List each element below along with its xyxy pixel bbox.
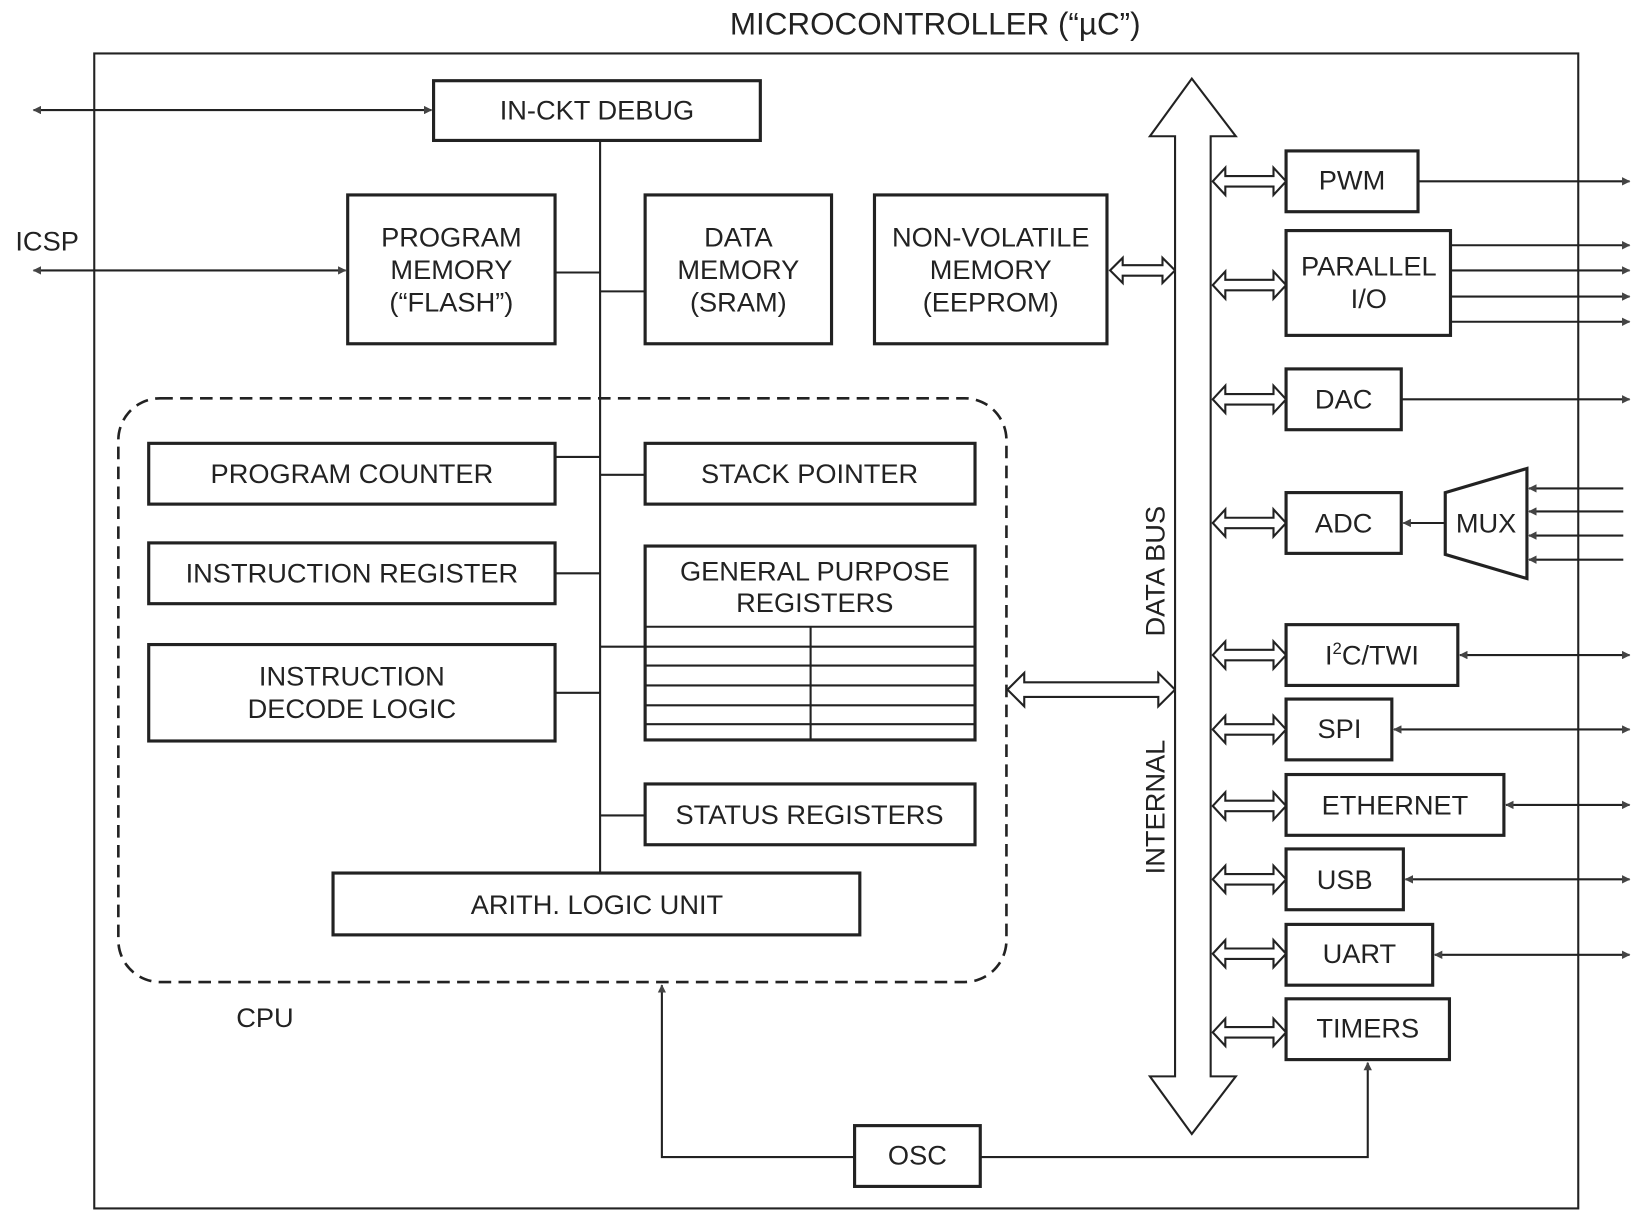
data-memory-line2: MEMORY xyxy=(677,254,799,285)
ethernet-label: ETHERNET xyxy=(1322,789,1469,820)
data-bus-label: DATA BUS xyxy=(1140,506,1171,637)
spi-label: SPI xyxy=(1318,713,1362,744)
program-memory-line2: MEMORY xyxy=(390,254,512,285)
program-counter-label: PROGRAM COUNTER xyxy=(211,458,494,489)
parallel-io-block xyxy=(1284,229,1453,337)
alu-block xyxy=(331,871,862,937)
uart-block xyxy=(1284,922,1435,987)
parallel-io-line2: I/O xyxy=(1351,283,1387,314)
gp-registers-line1: GENERAL PURPOSE xyxy=(680,556,950,587)
adc-label: ADC xyxy=(1315,507,1372,538)
in-ckt-debug-block xyxy=(432,79,762,143)
mux-label: MUX xyxy=(1456,507,1516,538)
eeprom-line2: MEMORY xyxy=(930,254,1052,285)
parallel-io-line1: PARALLEL xyxy=(1301,251,1437,282)
eeprom-block xyxy=(872,193,1109,346)
decode-logic-line1: INSTRUCTION xyxy=(259,660,445,691)
alu-label: ARITH. LOGIC UNIT xyxy=(471,889,723,920)
usb-block xyxy=(1284,847,1405,912)
icsp-label: ICSP xyxy=(15,225,79,256)
data-memory-block xyxy=(643,193,834,346)
dac-label: DAC xyxy=(1315,384,1372,415)
cpu-bus-arrow-icon xyxy=(1006,670,1177,709)
ethernet-block xyxy=(1284,772,1506,837)
internal-bus-label: INTERNAL xyxy=(1140,740,1171,875)
instruction-register-block xyxy=(147,541,557,606)
uart-label: UART xyxy=(1323,938,1397,969)
osc-to-cpu xyxy=(657,984,855,1159)
in-ckt-debug-label: IN-CKT DEBUG xyxy=(500,94,695,125)
eeprom-bus-arrow-icon xyxy=(1108,255,1177,286)
osc-label: OSC xyxy=(888,1139,947,1170)
status-registers-block xyxy=(643,782,977,847)
instruction-register-label: INSTRUCTION REGISTER xyxy=(186,558,519,589)
data-memory-line3: (SRAM) xyxy=(690,286,787,317)
internal-data-bus-arrow-icon xyxy=(1147,76,1238,1136)
peripheral-bus-arrows xyxy=(1211,165,1288,1049)
timers-block xyxy=(1284,997,1452,1062)
adc-block xyxy=(1284,491,1403,555)
program-memory-line3: (“FLASH”) xyxy=(389,286,513,317)
i2c-label: I2C/TWI xyxy=(1325,639,1419,670)
i2c-block xyxy=(1284,623,1460,688)
register-file-grid xyxy=(645,625,976,740)
eeprom-line1: NON-VOLATILE xyxy=(892,221,1090,252)
program-counter-block xyxy=(147,441,557,506)
timers-label: TIMERS xyxy=(1316,1013,1419,1044)
status-registers-label: STATUS REGISTERS xyxy=(676,799,944,830)
diagram-title: MICROCONTROLLER (“µC”) xyxy=(730,7,1141,42)
stack-pointer-label: STACK POINTER xyxy=(701,458,918,489)
eeprom-line3: (EEPROM) xyxy=(923,286,1059,317)
decode-logic-line2: DECODE LOGIC xyxy=(248,693,457,724)
stack-pointer-block xyxy=(643,441,977,506)
mux-block xyxy=(1443,466,1529,581)
program-memory-line1: PROGRAM xyxy=(381,221,522,252)
spi-block xyxy=(1284,697,1394,762)
chip-boundary xyxy=(93,52,1580,1210)
osc-to-timers xyxy=(980,1061,1372,1159)
pwm-label: PWM xyxy=(1319,165,1386,196)
cpu-label: CPU xyxy=(236,1002,293,1033)
program-memory-block xyxy=(346,193,557,346)
mux-inputs xyxy=(1528,484,1624,564)
data-memory-line1: DATA xyxy=(704,221,773,252)
gp-registers-line2: REGISTERS xyxy=(736,587,893,618)
decode-logic-block xyxy=(147,642,557,743)
usb-label: USB xyxy=(1317,864,1373,895)
cpu-region xyxy=(117,396,1008,984)
parallel-io-outputs xyxy=(1450,241,1631,326)
dac-block xyxy=(1284,367,1403,432)
